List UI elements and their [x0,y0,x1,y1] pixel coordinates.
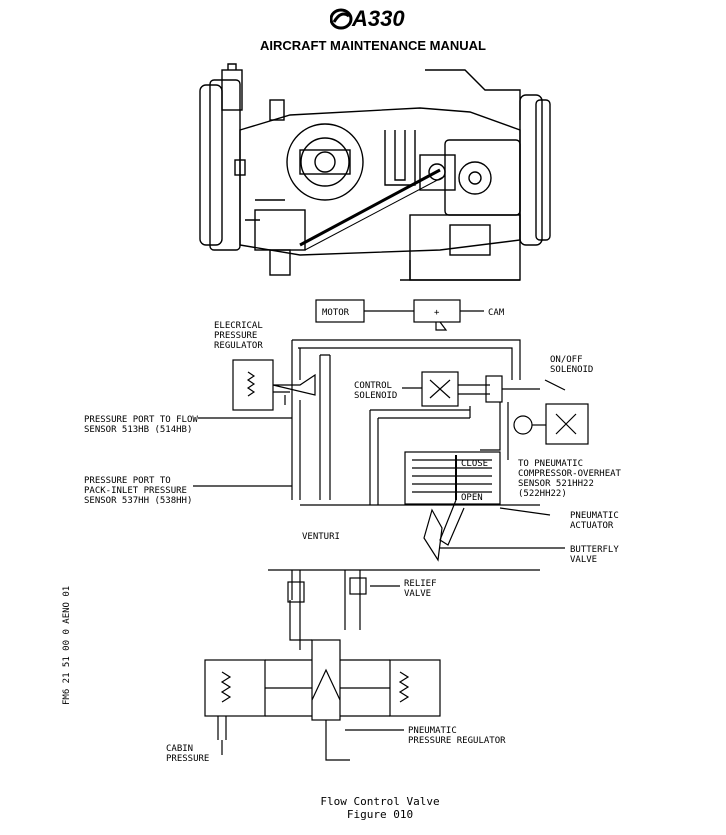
caption-figure: Figure 010 [346,808,414,821]
pn-act-label-1: PNEUMATIC [570,511,619,521]
control-sol-label-1: CONTROL [354,381,392,391]
pneumatic-pressure-regulator-right [389,659,441,717]
pneumatic-actuator [404,451,501,505]
pn-reg-label-1: PNEUMATIC [408,726,457,736]
comp-label-2: COMPRESSOR-OVERHEAT [518,469,622,479]
open-label: OPEN [461,493,483,503]
motor-label: MOTOR [322,308,350,318]
elec-reg-label-2: PRESSURE [214,331,257,341]
cabin-label-1: CABIN [166,744,193,754]
cabin-label-2: PRESSURE [166,754,209,764]
on-off-solenoid [545,403,589,445]
control-solenoid [421,371,459,407]
butterfly-label-1: BUTTERFLY [570,545,619,555]
relief-label-2: VALVE [404,589,431,599]
close-label: CLOSE [461,459,488,469]
pn-act-label-2: ACTUATOR [570,521,614,531]
caption-title: Flow Control Valve [320,795,440,808]
airbus-logo [329,6,420,32]
pneumatic-pressure-regulator-left [204,659,266,717]
comp-label-4: (522HH22) [518,489,567,499]
pack-label-1: PRESSURE PORT TO [84,476,171,486]
relief-label-1: RELIEF [404,579,437,589]
comp-label-3: SENSOR 521HH22 [518,479,594,489]
butterfly-label-2: VALVE [570,555,597,565]
elec-reg-label-3: REGULATOR [214,341,263,351]
comp-label-1: TO PNEUMATIC [518,459,583,469]
pack-label-2: PACK-INLET PRESSURE [84,486,187,496]
cam-label: CAM [488,308,505,318]
manual-title: AIRCRAFT MAINTENANCE MANUAL [259,38,487,53]
elec-reg-label-1: ELECRICAL [214,321,263,331]
control-sol-label-2: SOLENOID [354,391,397,401]
flow-port-label-1: PRESSURE PORT TO FLOW [84,415,198,425]
aircraft-model: A330 [352,6,405,31]
relief-valve [349,577,367,595]
document-code: FM6 21 51 00 0 AENO 01 [62,585,72,705]
pack-label-3: SENSOR 537HH (538HH) [84,496,192,506]
pn-reg-label-2: PRESSURE REGULATOR [408,736,506,746]
valve-assembly-illustration [199,63,551,281]
pneumatic-schematic [193,339,589,761]
motor-cam-linkage [315,299,484,331]
on-off-label-2: SOLENOID [550,365,593,375]
flow-port-label-2: SENSOR 513HB (514HB) [84,425,192,435]
venturi-label: VENTURI [302,532,340,542]
plus-label: + [434,308,440,318]
butterfly-valve [423,508,443,562]
on-off-label-1: ON/OFF [550,355,583,365]
